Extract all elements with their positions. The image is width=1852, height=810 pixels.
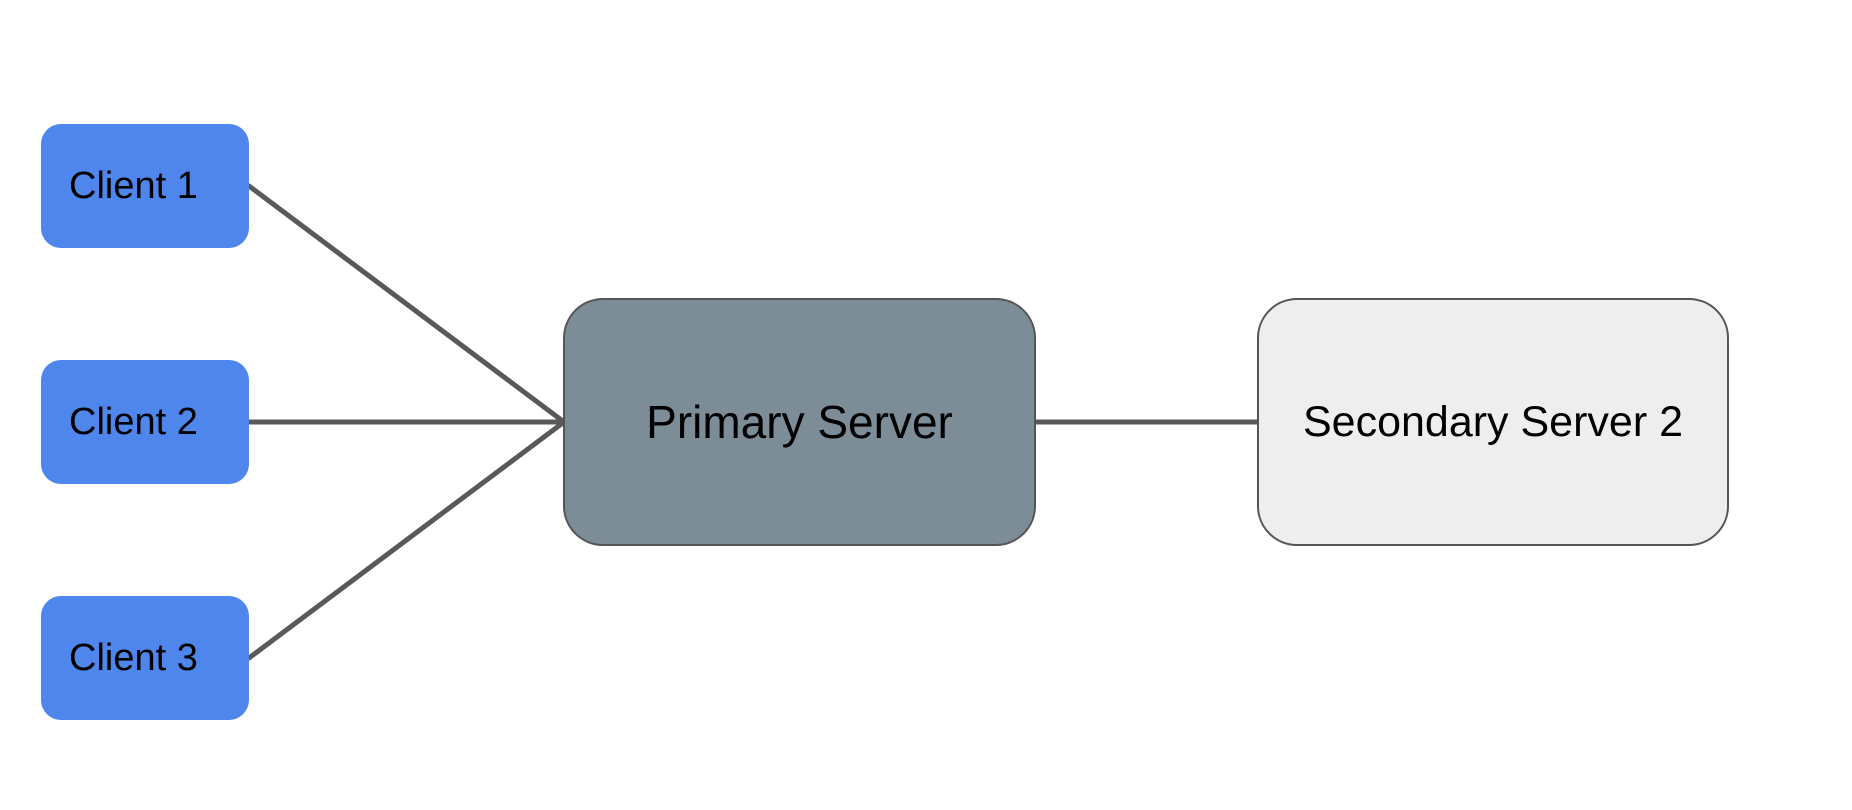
edge-client-1-primary: [246, 183, 567, 425]
client-1-label: Client 1: [69, 164, 198, 207]
secondary-server-label: Secondary Server 2: [1302, 397, 1684, 446]
edge-client-3-primary: [246, 419, 567, 661]
client-3-node[interactable]: Client 3: [41, 596, 249, 720]
secondary-server-node[interactable]: Secondary Server 2: [1257, 298, 1729, 546]
client-2-node[interactable]: Client 2: [41, 360, 249, 484]
client-3-label: Client 3: [69, 636, 198, 679]
primary-server-node[interactable]: Primary Server: [563, 298, 1036, 546]
primary-server-label: Primary Server: [646, 396, 953, 448]
client-2-label: Client 2: [69, 400, 198, 443]
client-1-node[interactable]: Client 1: [41, 124, 249, 248]
